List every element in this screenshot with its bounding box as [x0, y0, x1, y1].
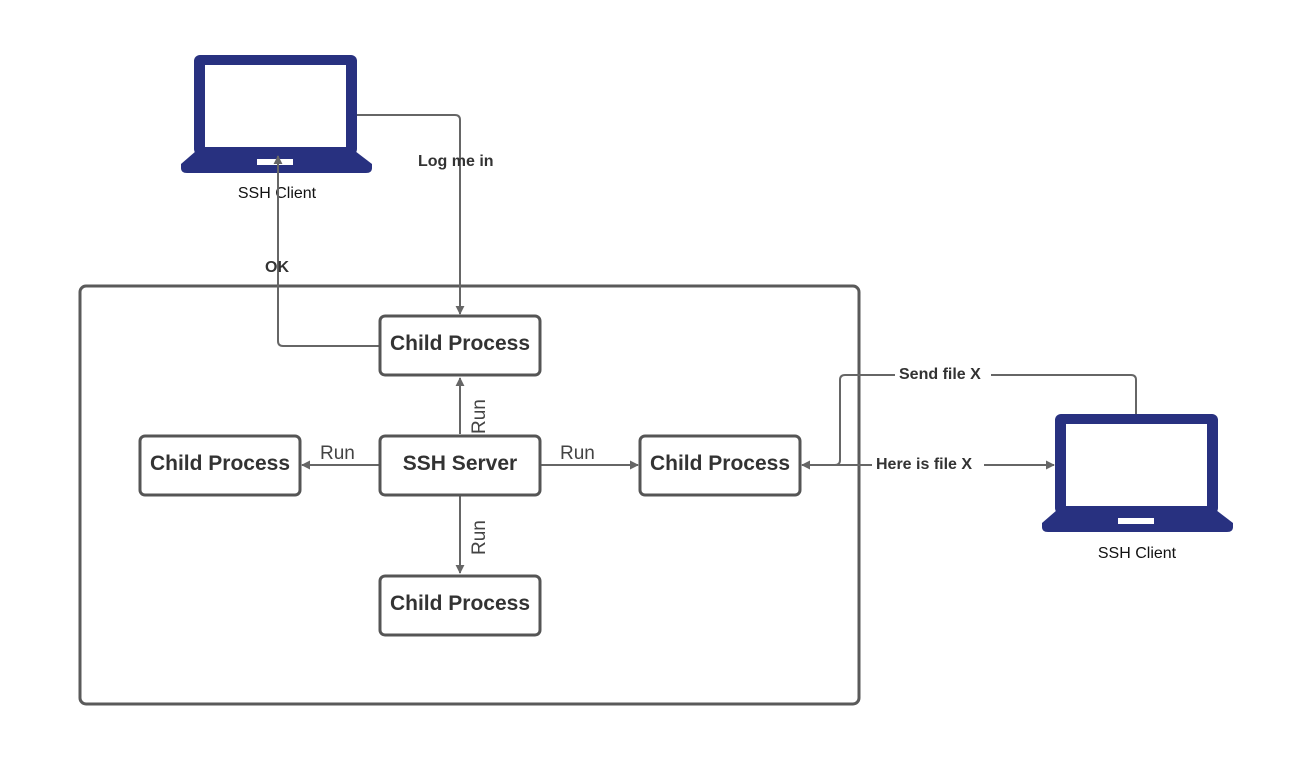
send-file-label: Send file X [899, 366, 981, 383]
child-process-left[interactable]: Child Process [138, 434, 302, 497]
laptop-icon [181, 55, 372, 173]
send-file-edge [801, 374, 1137, 470]
child-process-top-label: Child Process [390, 332, 530, 355]
login-label: Log me in [418, 153, 494, 170]
child-process-right[interactable]: Child Process [638, 434, 802, 497]
right-client-label: SSH Client [1098, 545, 1177, 562]
ok-edge [273, 155, 379, 347]
run-up-label: Run [469, 399, 490, 434]
login-edge [357, 114, 465, 315]
child-process-right-label: Child Process [650, 452, 790, 475]
top-client[interactable]: SSH Client [181, 55, 372, 202]
child-process-top[interactable]: Child Process [378, 314, 542, 377]
right-client[interactable]: SSH Client [1042, 414, 1233, 562]
run-left-label: Run [320, 443, 355, 464]
here-file-label-bg [872, 454, 984, 474]
ssh-server-label: SSH Server [403, 452, 517, 475]
run-right-label: Run [560, 443, 595, 464]
child-process-bottom-label: Child Process [390, 592, 530, 615]
ssh-server-node[interactable]: SSH Server [378, 434, 542, 497]
ok-label: OK [265, 259, 289, 276]
send-file-label-bg [895, 364, 991, 384]
child-process-bottom[interactable]: Child Process [378, 574, 542, 637]
laptop-icon [1042, 414, 1233, 532]
run-down-label: Run [469, 520, 490, 555]
server-container [78, 284, 861, 706]
here-file-label: Here is file X [876, 456, 972, 473]
child-process-left-label: Child Process [150, 452, 290, 475]
